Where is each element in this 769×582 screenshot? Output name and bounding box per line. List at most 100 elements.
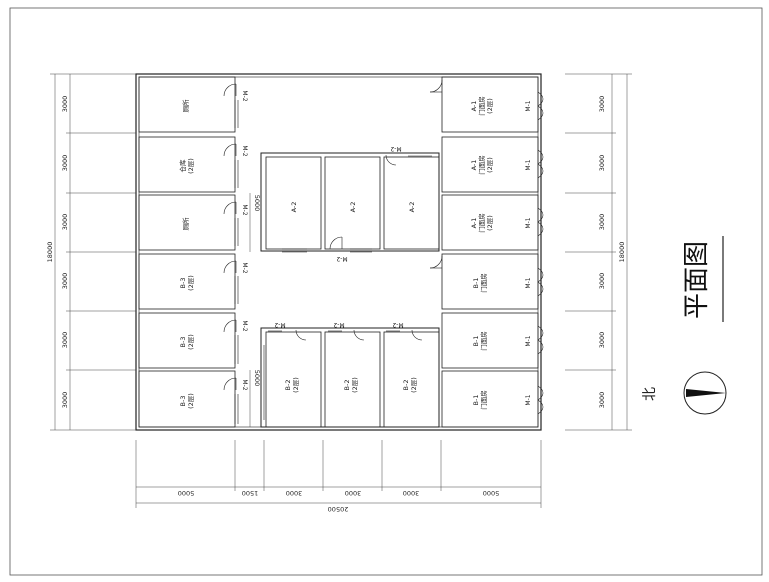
door-m2-top-center: M-2 bbox=[390, 145, 401, 152]
dim-bottom-1: 5000 bbox=[178, 489, 195, 497]
dim-bottom-6: 5000 bbox=[483, 489, 500, 497]
door-m2-left-1: M-2 bbox=[241, 90, 248, 101]
label-b1-3: B-1 bbox=[472, 395, 480, 406]
door-m2-lower-2: M-2 bbox=[333, 321, 344, 328]
center-lower-windows bbox=[260, 327, 400, 420]
label-b3-2: B-3 bbox=[179, 337, 187, 348]
door-m2-left-5: M-2 bbox=[241, 320, 248, 331]
label-a2-1: A-2 bbox=[290, 202, 298, 213]
dim-left-4: 3000 bbox=[61, 273, 69, 290]
room-b1-2 bbox=[441, 312, 539, 369]
label-b2-1-floors: (2层) bbox=[292, 377, 300, 393]
label-storage: 仓库 bbox=[178, 159, 187, 173]
label-a1-3: A-1 bbox=[470, 218, 478, 229]
corridor-dimensions: 5000 5000 bbox=[249, 193, 261, 427]
label-a1-3-use: 门面房 bbox=[477, 213, 486, 233]
bottom-dimension-lines bbox=[135, 440, 542, 508]
left-room-labels: 厕所 仓库 (2层) 厕所 B-3 (2层) B-3 (2层) B-3 (2层) bbox=[178, 99, 195, 409]
label-b1-3-use: 门面房 bbox=[479, 390, 488, 410]
label-b2-1: B-2 bbox=[284, 380, 292, 391]
label-b2-2-floors: (2层) bbox=[351, 377, 359, 393]
dim-right-6: 3000 bbox=[598, 392, 606, 409]
label-a1-2: A-1 bbox=[470, 160, 478, 171]
label-toilet-1: 厕所 bbox=[181, 99, 190, 113]
dim-left-5: 3000 bbox=[61, 332, 69, 349]
room-b2-3 bbox=[383, 331, 440, 428]
north-label: 北 bbox=[642, 387, 658, 401]
room-a1-2 bbox=[441, 136, 539, 193]
dim-bottom-4: 3000 bbox=[345, 489, 362, 497]
room-a2-3 bbox=[383, 156, 440, 250]
dim-corridor-1: 5000 bbox=[253, 195, 261, 212]
door-m2-left-6: M-2 bbox=[241, 379, 248, 390]
left-door-swings bbox=[223, 83, 237, 391]
label-b2-2: B-2 bbox=[343, 380, 351, 391]
door-m1-3: M-1 bbox=[525, 217, 532, 228]
label-a1-1-use: 门面房 bbox=[477, 96, 486, 116]
label-a1-2-use: 门面房 bbox=[477, 155, 486, 175]
label-b1-2-use: 门面房 bbox=[479, 331, 488, 351]
label-a2-3: A-2 bbox=[408, 202, 416, 213]
center-upper-windows bbox=[282, 152, 432, 253]
dim-bottom-total: 20500 bbox=[328, 505, 349, 513]
door-m1-1: M-1 bbox=[525, 100, 532, 111]
label-b3-3: B-3 bbox=[179, 396, 187, 407]
right-rooms bbox=[441, 76, 539, 428]
m2-door-labels: M-2 M-2 M-2 M-2 M-2 M-2 M-2 M-2 M-2 M-2 … bbox=[241, 90, 404, 390]
dim-right-5: 3000 bbox=[598, 332, 606, 349]
label-storage-floors: (2层) bbox=[187, 158, 195, 174]
door-m1-5: M-1 bbox=[525, 335, 532, 346]
dim-corridor-2: 5000 bbox=[253, 370, 261, 387]
dim-left-2: 3000 bbox=[61, 155, 69, 172]
center-upper-door-swings bbox=[329, 154, 397, 250]
left-dimension-lines bbox=[50, 73, 136, 431]
room-b2-2 bbox=[324, 331, 381, 428]
outer-wall-inner bbox=[138, 76, 539, 428]
label-b1-1-use: 门面房 bbox=[479, 273, 488, 293]
room-b1-3 bbox=[441, 370, 539, 428]
center-lower-door-swings bbox=[295, 329, 423, 341]
label-b1-1: B-1 bbox=[472, 278, 480, 289]
label-b3-1-floors: (2层) bbox=[187, 275, 195, 291]
left-dimension-labels: 3000 3000 3000 3000 3000 3000 18000 bbox=[46, 96, 69, 409]
door-m2-lower-3: M-2 bbox=[392, 321, 403, 328]
left-windows bbox=[234, 100, 239, 424]
dim-bottom-3: 3000 bbox=[286, 489, 303, 497]
room-a1-1 bbox=[441, 76, 539, 133]
label-a1-1-floors: (2层) bbox=[486, 98, 494, 114]
label-toilet-2: 厕所 bbox=[181, 217, 190, 231]
label-b3-3-floors: (2层) bbox=[187, 393, 195, 409]
right-room-labels: A-1 门面房 (2层) A-1 门面房 (2层) A-1 门面房 (2层) B… bbox=[470, 96, 494, 410]
label-a1-3-floors: (2层) bbox=[486, 215, 494, 231]
dim-left-3: 3000 bbox=[61, 214, 69, 231]
label-b1-2: B-1 bbox=[472, 336, 480, 347]
drawing-title: 平面图 bbox=[682, 241, 712, 319]
room-b2-1 bbox=[265, 331, 322, 428]
dim-right-2: 3000 bbox=[598, 155, 606, 172]
drawing-frame bbox=[9, 7, 763, 576]
dim-bottom-2: 1500 bbox=[242, 489, 259, 497]
door-m2-left-4: M-2 bbox=[241, 262, 248, 273]
center-room-labels: A-2 A-2 A-2 B-2 (2层) B-2 (2层) B-2 (2层) bbox=[284, 202, 418, 393]
door-m1-4: M-1 bbox=[525, 277, 532, 288]
dim-bottom-5: 3000 bbox=[403, 489, 420, 497]
outer-wall bbox=[135, 73, 542, 431]
right-dimension-lines bbox=[565, 73, 632, 431]
north-arrow bbox=[683, 371, 727, 415]
door-m1-6: M-1 bbox=[525, 394, 532, 405]
label-b2-3-floors: (2层) bbox=[410, 377, 418, 393]
label-b3-2-floors: (2层) bbox=[187, 334, 195, 350]
door-m2-mid-center: M-2 bbox=[336, 255, 347, 262]
label-a1-1: A-1 bbox=[470, 101, 478, 112]
left-rooms bbox=[138, 76, 236, 428]
dim-right-1: 3000 bbox=[598, 96, 606, 113]
door-m1-2: M-1 bbox=[525, 159, 532, 170]
label-a1-2-floors: (2层) bbox=[486, 157, 494, 173]
room-b1-1 bbox=[441, 253, 539, 310]
right-door-swings bbox=[429, 79, 443, 269]
dim-left-6: 3000 bbox=[61, 392, 69, 409]
label-b3-1: B-3 bbox=[179, 278, 187, 289]
right-dimension-labels: 3000 3000 3000 3000 3000 3000 18000 bbox=[598, 96, 626, 409]
bottom-dimension-labels: 5000 1500 3000 3000 3000 5000 20500 bbox=[178, 489, 500, 513]
